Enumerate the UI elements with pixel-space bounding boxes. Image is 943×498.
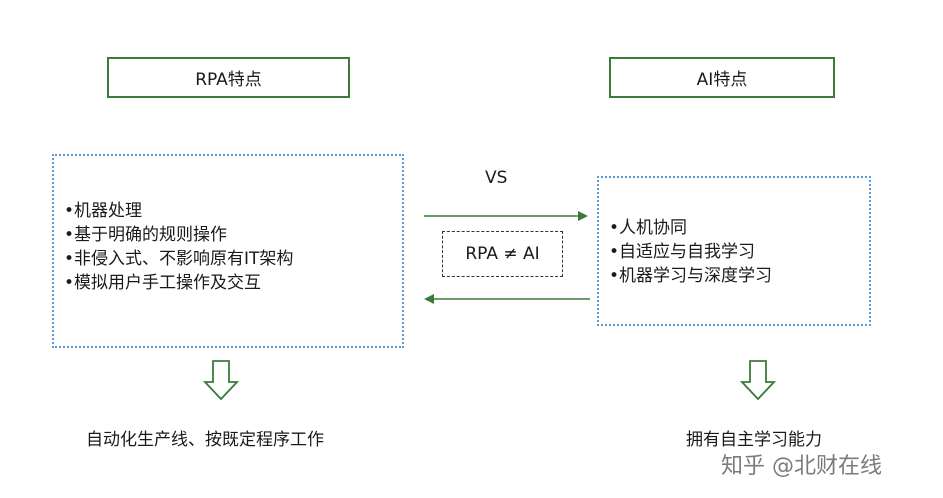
vs-label: VS	[485, 168, 508, 188]
rpa-not-equal-ai-box: RPA ≠ AI	[442, 231, 563, 277]
rpa-title: RPA特点	[195, 70, 262, 90]
rpa-features-list: •机器处理 •基于明确的规则操作 •非侵入式、不影响原有IT架构 •模拟用户手工…	[64, 199, 293, 295]
arrow-right	[424, 211, 588, 221]
rpa-title-box: RPA特点	[107, 57, 350, 98]
list-item: •基于明确的规则操作	[64, 225, 228, 245]
list-item: •机器处理	[64, 201, 143, 221]
down-arrow-right-icon	[739, 360, 777, 401]
list-item: •非侵入式、不影响原有IT架构	[64, 249, 294, 269]
down-arrow-left-icon	[202, 360, 240, 401]
list-item: •人机协同	[609, 218, 688, 238]
ai-title: AI特点	[696, 70, 748, 90]
rpa-result-caption: 自动化生产线、按既定程序工作	[86, 430, 324, 450]
ai-title-box: AI特点	[609, 57, 835, 98]
list-item: •自适应与自我学习	[609, 242, 756, 262]
arrow-left	[424, 294, 590, 304]
rpa-not-equal-ai-label: RPA ≠ AI	[465, 244, 540, 264]
ai-features-list: •人机协同 •自适应与自我学习 •机器学习与深度学习	[609, 216, 772, 288]
watermark: 知乎 @北财在线	[721, 454, 882, 479]
list-item: •机器学习与深度学习	[609, 266, 773, 286]
ai-result-caption: 拥有自主学习能力	[686, 430, 822, 450]
rpa-features-box	[52, 154, 404, 348]
ai-features-box	[597, 176, 871, 326]
list-item: •模拟用户手工操作及交互	[64, 273, 262, 293]
